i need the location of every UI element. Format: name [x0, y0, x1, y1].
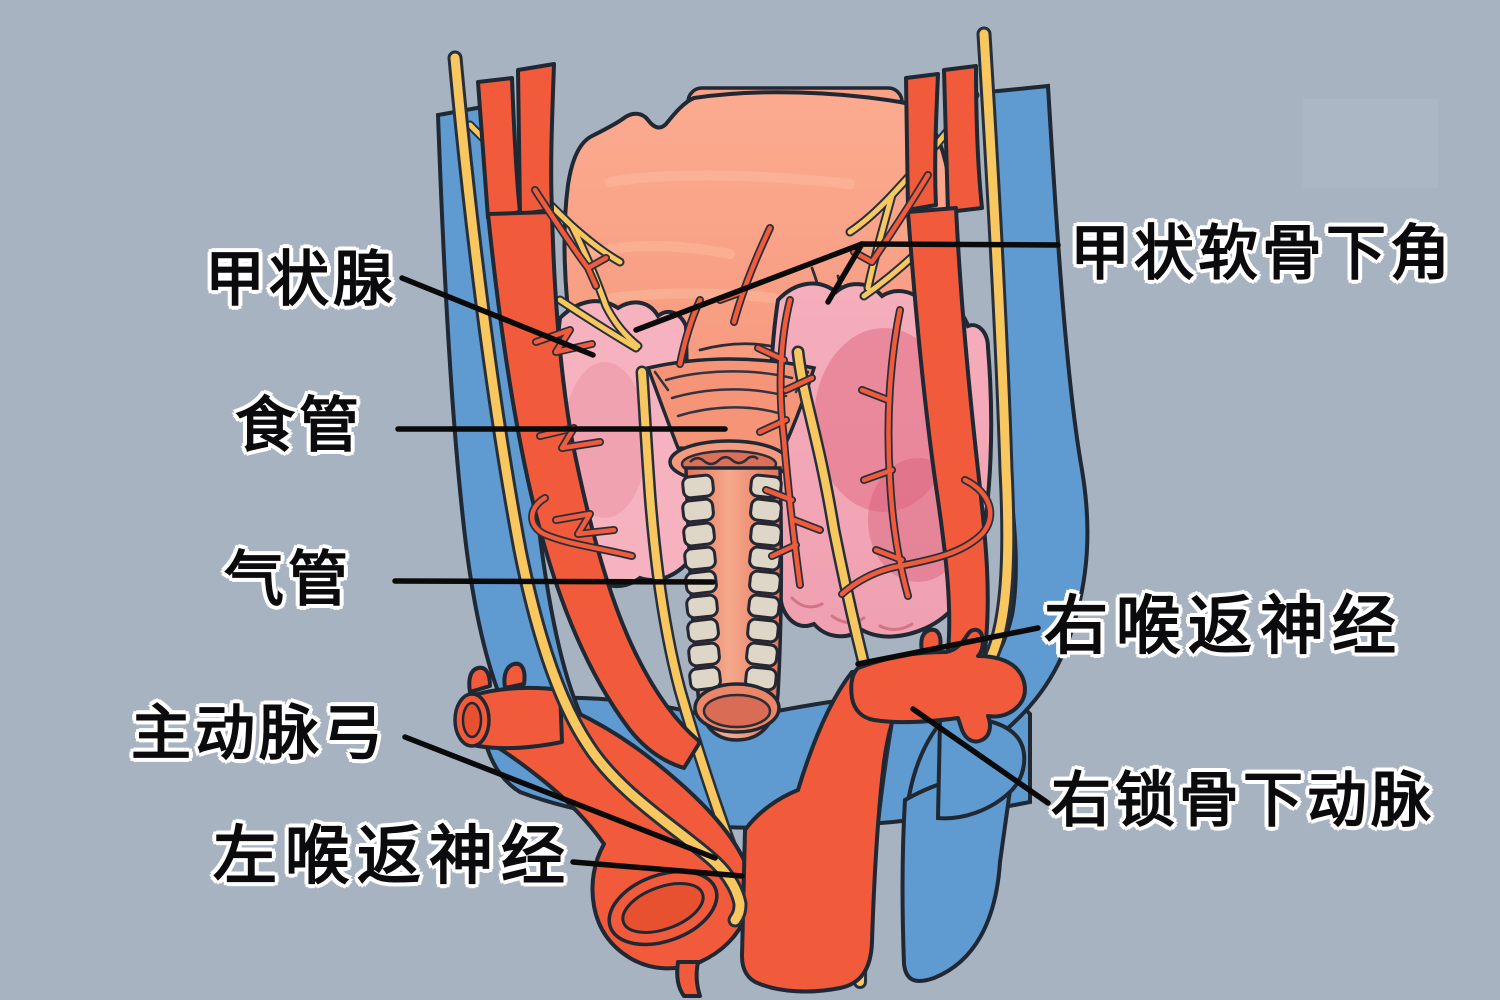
leader-aortic-arch — [402, 734, 718, 861]
right-recurrent-laryngeal-nerve-path — [791, 345, 879, 703]
aortic-arch-complex — [453, 627, 1027, 998]
label-esophagus: 食管 — [235, 392, 363, 459]
leader-trachea — [392, 578, 716, 585]
label-right-recurrent-laryngeal-nerve: 右喉返神经 — [1044, 590, 1404, 662]
label-trachea: 气管 — [224, 546, 352, 613]
left-recurrent-laryngeal-nerve-path — [635, 365, 749, 883]
brachiocephalic-and-descending-aorta — [740, 666, 922, 994]
label-left-recurrent-laryngeal-nerve: 左喉返神经 — [213, 820, 573, 892]
leader-left-recurrent-laryngeal-nerve — [570, 859, 745, 879]
leader-right-subclavian-artery — [910, 706, 1051, 806]
label-inferior-horn-of-thyroid-cartilage: 甲状软骨下角 — [1070, 220, 1454, 287]
label-aortic-arch: 主动脉弓 — [131, 700, 387, 767]
left-common-carotid-artery — [476, 62, 702, 770]
leader-thyroid-gland — [399, 275, 596, 358]
label-thyroid-gland: 甲状腺 — [205, 246, 397, 313]
trachea-with-cartilage-rings — [681, 466, 784, 742]
label-right-subclavian-artery: 右锁骨下动脉 — [1051, 767, 1435, 834]
leader-lines — [392, 241, 1061, 879]
watermark-patch — [1303, 99, 1438, 188]
leader-inferior-horn — [633, 241, 1061, 333]
leader-right-recurrent-laryngeal-nerve — [855, 625, 1041, 667]
left-vagus-nerve — [447, 50, 748, 928]
right-jugular-and-svc-veins — [900, 83, 1090, 983]
